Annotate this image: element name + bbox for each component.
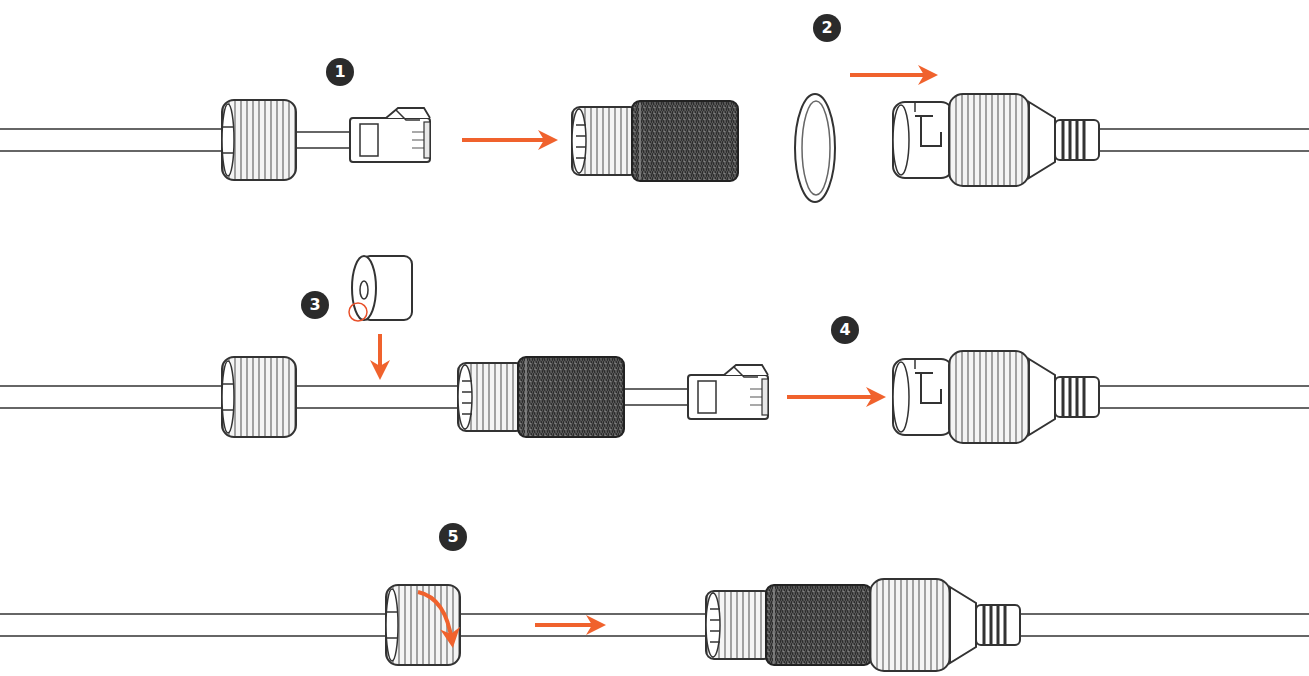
callout-number: 5 <box>439 523 467 551</box>
direction-arrow <box>380 75 932 642</box>
callout-number: 4 <box>831 316 859 344</box>
callout-number: 1 <box>326 58 354 86</box>
row-two-parts <box>222 256 1099 443</box>
row-one-parts <box>222 94 1099 202</box>
cable <box>0 129 1309 636</box>
callout-number: 2 <box>813 14 841 42</box>
row-three-parts <box>386 579 1020 671</box>
callout-number: 3 <box>301 291 329 319</box>
